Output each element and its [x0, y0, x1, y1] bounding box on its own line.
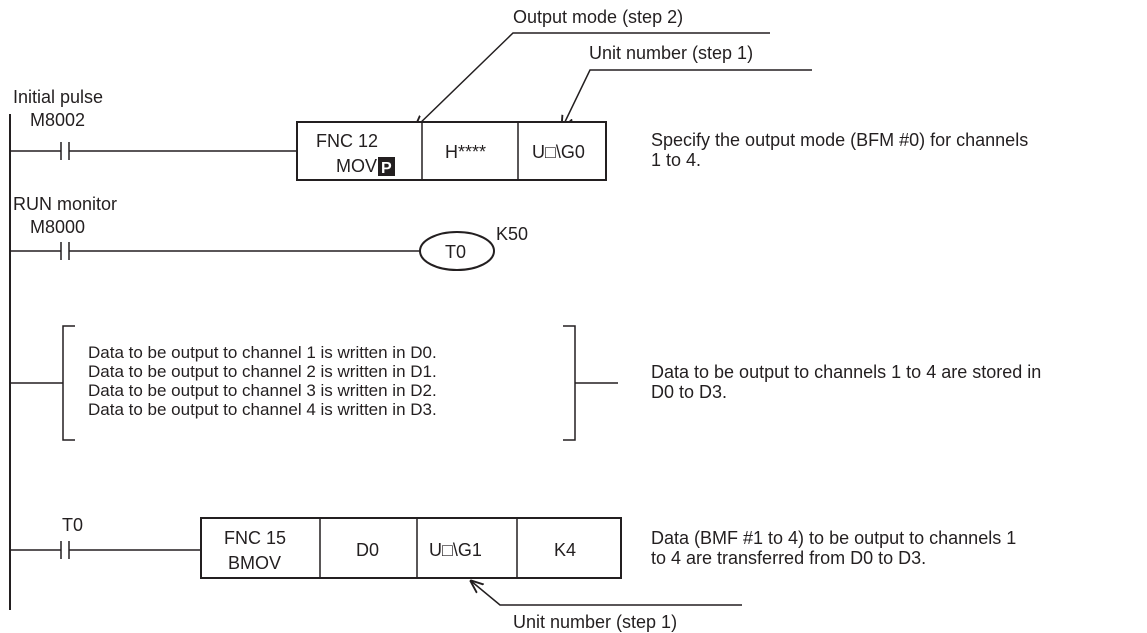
rung-1: Initial pulse M8002 FNC 12 MOV P H**** U…: [10, 87, 1028, 181]
bmov-operand-count: K4: [554, 540, 576, 560]
rung-3-comment-line-2: D0 to D3.: [651, 382, 727, 402]
rung-1-comment-line-2: 1 to 4.: [651, 150, 701, 170]
unit-number-top-leader: [562, 69, 812, 128]
mov-instruction-block: FNC 12 MOV P H**** U□\G0: [296, 121, 607, 181]
output-mode-label: Output mode (step 2): [513, 7, 683, 27]
run-monitor-label: RUN monitor: [13, 194, 117, 214]
output-mode-leader: [415, 32, 770, 128]
contact-m8002: [60, 142, 70, 160]
bmov-fnc-number: FNC 15: [224, 528, 286, 548]
data-line-1: Data to be output to channel 1 is writte…: [88, 343, 437, 362]
timer-coil-label: T0: [445, 242, 466, 262]
pulse-p-letter: P: [381, 160, 392, 177]
unit-number-top-label: Unit number (step 1): [589, 43, 753, 63]
contact-m8000: [60, 242, 70, 260]
initial-pulse-label: Initial pulse: [13, 87, 103, 107]
m8002-label: M8002: [30, 110, 85, 130]
mov-operand-source: H****: [445, 142, 486, 162]
bracket-right: [563, 325, 576, 441]
bmov-instruction-frame: [200, 517, 622, 579]
callout-unit-number-top: Unit number (step 1): [562, 43, 812, 128]
m8000-label: M8000: [30, 217, 85, 237]
mov-mnemonic: MOV: [336, 156, 377, 176]
mov-instruction-frame: [296, 121, 607, 181]
timer-setpoint: K50: [496, 224, 528, 244]
mov-operand-destination: U□\G0: [532, 142, 585, 162]
t0-contact-label: T0: [62, 515, 83, 535]
rung-1-comment-line-1: Specify the output mode (BFM #0) for cha…: [651, 130, 1028, 150]
unit-number-bottom-label: Unit number (step 1): [513, 612, 677, 632]
callout-unit-number-bottom: Unit number (step 1): [471, 581, 742, 632]
contact-t0: [60, 541, 70, 559]
data-line-4: Data to be output to channel 4 is writte…: [88, 400, 437, 419]
bracket-left: [62, 325, 75, 441]
timer-coil-t0: [419, 231, 495, 271]
data-line-3: Data to be output to channel 3 is writte…: [88, 381, 437, 400]
bmov-instruction-block: FNC 15 BMOV D0 U□\G1 K4: [200, 517, 622, 579]
rung-3-comment-line-1: Data to be output to channels 1 to 4 are…: [651, 362, 1041, 382]
unit-number-bottom-leader: [471, 581, 742, 606]
rung-4: T0 FNC 15 BMOV D0 U□\G1 K4 Data (BMF #1 …: [10, 515, 1016, 579]
bmov-operand-destination: U□\G1: [429, 540, 482, 560]
bmov-operand-source: D0: [356, 540, 379, 560]
rung-4-comment-line-2: to 4 are transferred from D0 to D3.: [651, 548, 926, 568]
rung-4-comment-line-1: Data (BMF #1 to 4) to be output to chann…: [651, 528, 1016, 548]
mov-fnc-number: FNC 12: [316, 131, 378, 151]
bmov-mnemonic: BMOV: [228, 553, 281, 573]
callout-output-mode: Output mode (step 2): [415, 7, 770, 128]
rung-2: RUN monitor M8000 T0 K50: [10, 194, 528, 271]
pulse-p-badge: [378, 157, 395, 176]
rung-3: Data to be output to channel 1 is writte…: [10, 325, 1041, 441]
data-line-2: Data to be output to channel 2 is writte…: [88, 362, 437, 381]
